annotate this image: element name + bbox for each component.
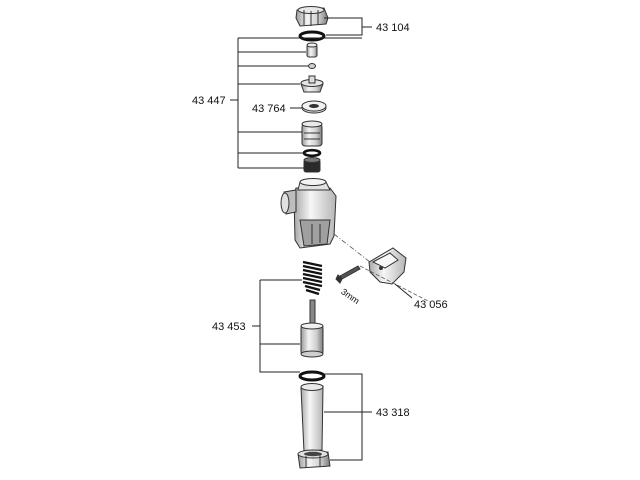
cap-oring-part (298, 30, 326, 42)
lever-handle-part (368, 247, 407, 285)
valve-body-part (280, 178, 337, 249)
label-hex-key: 3mm (339, 286, 361, 306)
label-tube-set: 43 318 (376, 407, 410, 419)
spring-part (302, 260, 323, 296)
leader-lines (230, 17, 413, 461)
label-cap-knob: 43 104 (376, 22, 410, 34)
label-valve-group: 43 447 (192, 95, 226, 107)
label-lever-handle: 43 056 (414, 299, 448, 311)
tube-oring-part (298, 370, 326, 382)
tube-nut-part (297, 449, 331, 469)
tube-part (300, 383, 324, 453)
label-spring-piston: 43 453 (212, 321, 246, 333)
valve-group-parts (300, 42, 327, 173)
piston-part (300, 299, 324, 358)
label-seat-washer: 43 764 (252, 103, 286, 115)
hex-key-part (335, 265, 361, 284)
cap-knob-part (295, 6, 329, 27)
axis-line-lever (333, 233, 371, 263)
